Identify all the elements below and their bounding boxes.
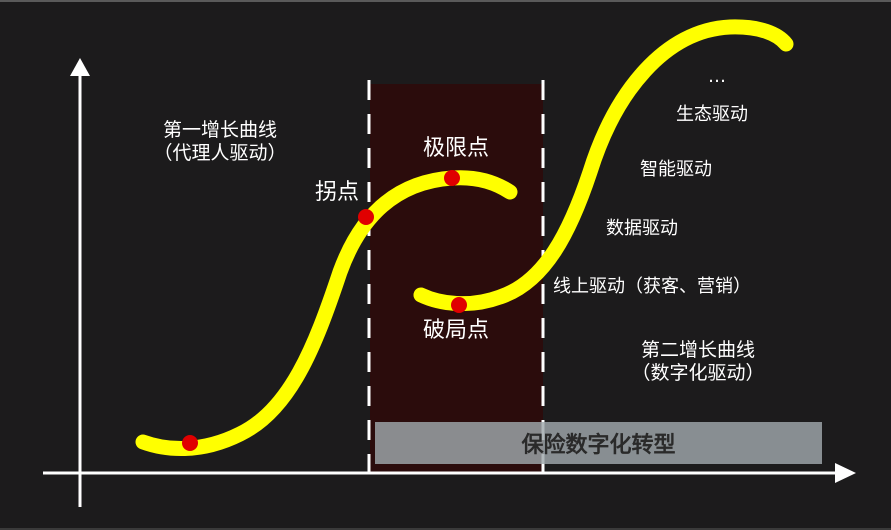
second-curve-title: 第二增长曲线 xyxy=(640,339,755,361)
y-axis-arrow-icon xyxy=(70,58,90,76)
breakthrough-point-dot xyxy=(451,297,467,313)
inflection-point-dot xyxy=(358,209,374,225)
driver-data: 数据驱动 xyxy=(606,218,678,239)
driver-ecosystem: 生态驱动 xyxy=(676,104,748,125)
banner-label: 保险数字化转型 xyxy=(521,433,676,458)
breakthrough-point-label: 破局点 xyxy=(423,318,490,343)
inflection-point-label: 拐点 xyxy=(315,180,360,205)
driver-online: 线上驱动（获客、营销） xyxy=(553,276,751,297)
first-curve-subtitle: （代理人驱动） xyxy=(153,141,287,164)
second-growth-curve xyxy=(413,19,794,312)
start-point-dot xyxy=(182,435,198,451)
limit-point-dot xyxy=(444,170,460,186)
second-curve-label: 第二增长曲线 （数字化驱动） xyxy=(618,339,778,385)
driver-intelligence: 智能驱动 xyxy=(640,159,712,180)
driver-more-ellipsis: … xyxy=(708,66,726,87)
transition-band xyxy=(370,84,543,473)
first-curve-label: 第一增长曲线 （代理人驱动） xyxy=(140,119,300,165)
limit-point-label: 极限点 xyxy=(423,136,490,161)
second-curve-subtitle: （数字化驱动） xyxy=(631,361,765,384)
digital-transformation-banner: 保险数字化转型 xyxy=(375,422,822,464)
first-curve-title: 第一增长曲线 xyxy=(162,119,277,141)
x-axis-arrow-icon xyxy=(835,463,856,483)
